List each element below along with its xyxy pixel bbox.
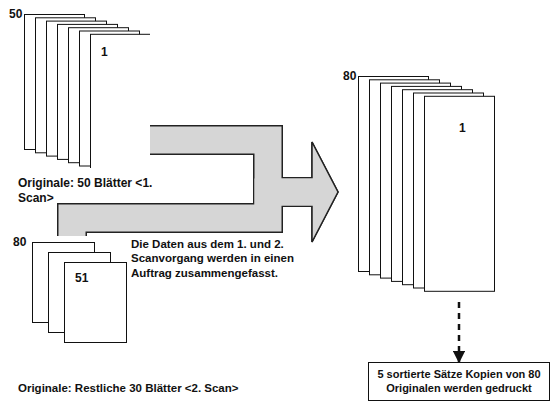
page-count: 80 <box>342 70 357 84</box>
process-note: Die Daten aus dem 1. und 2. Scanvorgang … <box>131 237 337 280</box>
paper-sheet <box>425 96 495 291</box>
page-count: 50 <box>8 8 23 22</box>
page-number: 1 <box>100 46 109 60</box>
page-stack: 50 1 <box>4 8 150 168</box>
page-stack: 80 51 <box>12 236 128 344</box>
page-count: 80 <box>12 236 27 250</box>
box-text: 5 sortierte Sätze Kopien von 80 Original… <box>376 367 542 396</box>
paper-sheets <box>338 70 496 300</box>
paper-sheet <box>91 34 151 168</box>
dashed-arrow <box>458 302 461 362</box>
page-number: 1 <box>458 122 467 136</box>
result-box: 5 sortierte Sätze Kopien von 80 Original… <box>368 362 550 401</box>
originals-caption: Originale: Restliche 30 Blätter <2. Scan… <box>18 381 348 395</box>
paper-sheets <box>12 236 128 344</box>
originals-caption: Originale: 50 Blätter <1. Scan> <box>18 176 168 206</box>
paper-sheet <box>65 263 127 343</box>
page-number: 51 <box>74 272 89 286</box>
paper-sheets <box>4 8 150 168</box>
page-stack: 80 1 <box>338 70 496 300</box>
merge-arrow <box>72 192 316 236</box>
